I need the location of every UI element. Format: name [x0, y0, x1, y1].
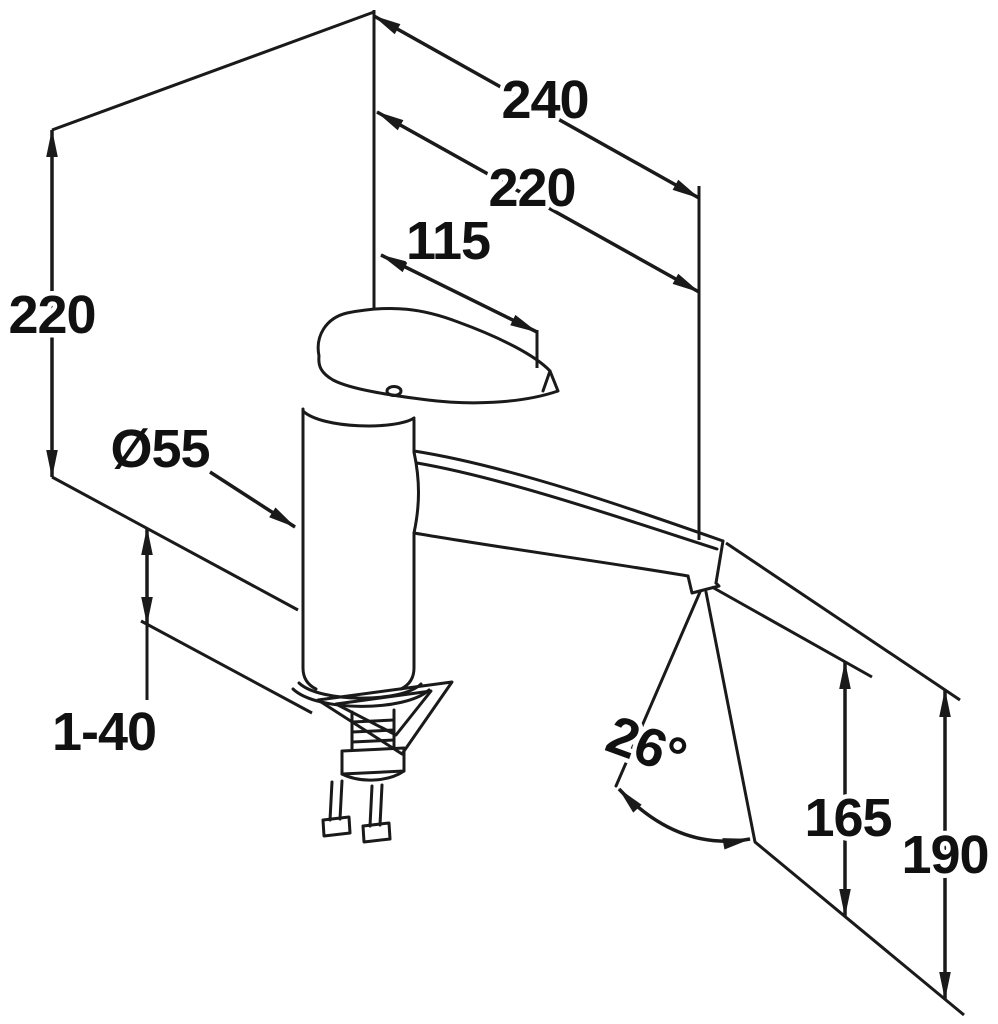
mounting-nut-bottom: [340, 769, 406, 782]
diameter-leader-line: [209, 470, 296, 529]
diameter-label: Ø55: [110, 419, 209, 479]
mounting-plate-inner: [334, 689, 433, 737]
faucet-outline: [291, 306, 725, 708]
ext-outlet-height: [711, 585, 873, 679]
ext-basin-level: [754, 840, 965, 1017]
body-left-edge: [301, 407, 318, 691]
dim-label-220-top: 220: [488, 158, 575, 218]
dim-label-165: 165: [804, 788, 891, 848]
stream-left-edge: [614, 590, 702, 788]
stream-right-edge: [704, 590, 757, 844]
lever-tip-face: [541, 369, 552, 393]
shank-threads: [350, 718, 396, 744]
dim-line-115: [380, 253, 538, 334]
spout-tip-face: [714, 539, 725, 585]
dim-line-220-top: [376, 110, 700, 294]
mounting-nut: [340, 746, 406, 776]
stud-right: [368, 783, 384, 828]
dimension-lines: [46, 14, 951, 1000]
handle-indicator-dot: [385, 385, 403, 397]
ext-deck-bottom: [140, 619, 313, 715]
spout-top-edge: [412, 449, 725, 543]
spout-root: [412, 450, 420, 535]
stud-left: [328, 779, 344, 822]
dim-label-190: 190: [901, 825, 988, 885]
dim-label-115: 115: [406, 211, 490, 271]
spout-bottom-edge: [412, 531, 690, 578]
base-ring-outer: [291, 687, 431, 708]
body-right-edge-lower: [399, 531, 416, 691]
stud-left-head: [321, 815, 352, 838]
ext-deck-top: [51, 475, 299, 612]
stud-right-head: [361, 821, 392, 844]
aerator: [686, 574, 721, 595]
ext-top-left-diagonal: [51, 10, 375, 132]
base-ring-front: [297, 681, 423, 700]
angle-arc: [617, 787, 751, 850]
lever-handle: [316, 306, 560, 405]
angle-label: 26°: [599, 704, 693, 787]
ext-spout-height: [725, 541, 961, 702]
body-top-seam: [301, 409, 416, 428]
water-stream: [614, 590, 757, 844]
dim-label-240: 240: [501, 70, 588, 130]
mounting-plate-outer: [316, 680, 454, 756]
deck-thickness-label: 1-40: [52, 702, 156, 762]
dim-label-220-left: 220: [8, 285, 95, 345]
mounting-hardware: [316, 680, 454, 844]
spout-top-inner-edge: [415, 461, 719, 551]
dimension-labels: 240 220 115 220 Ø55 1-40 26° 165 190: [4, 66, 994, 890]
